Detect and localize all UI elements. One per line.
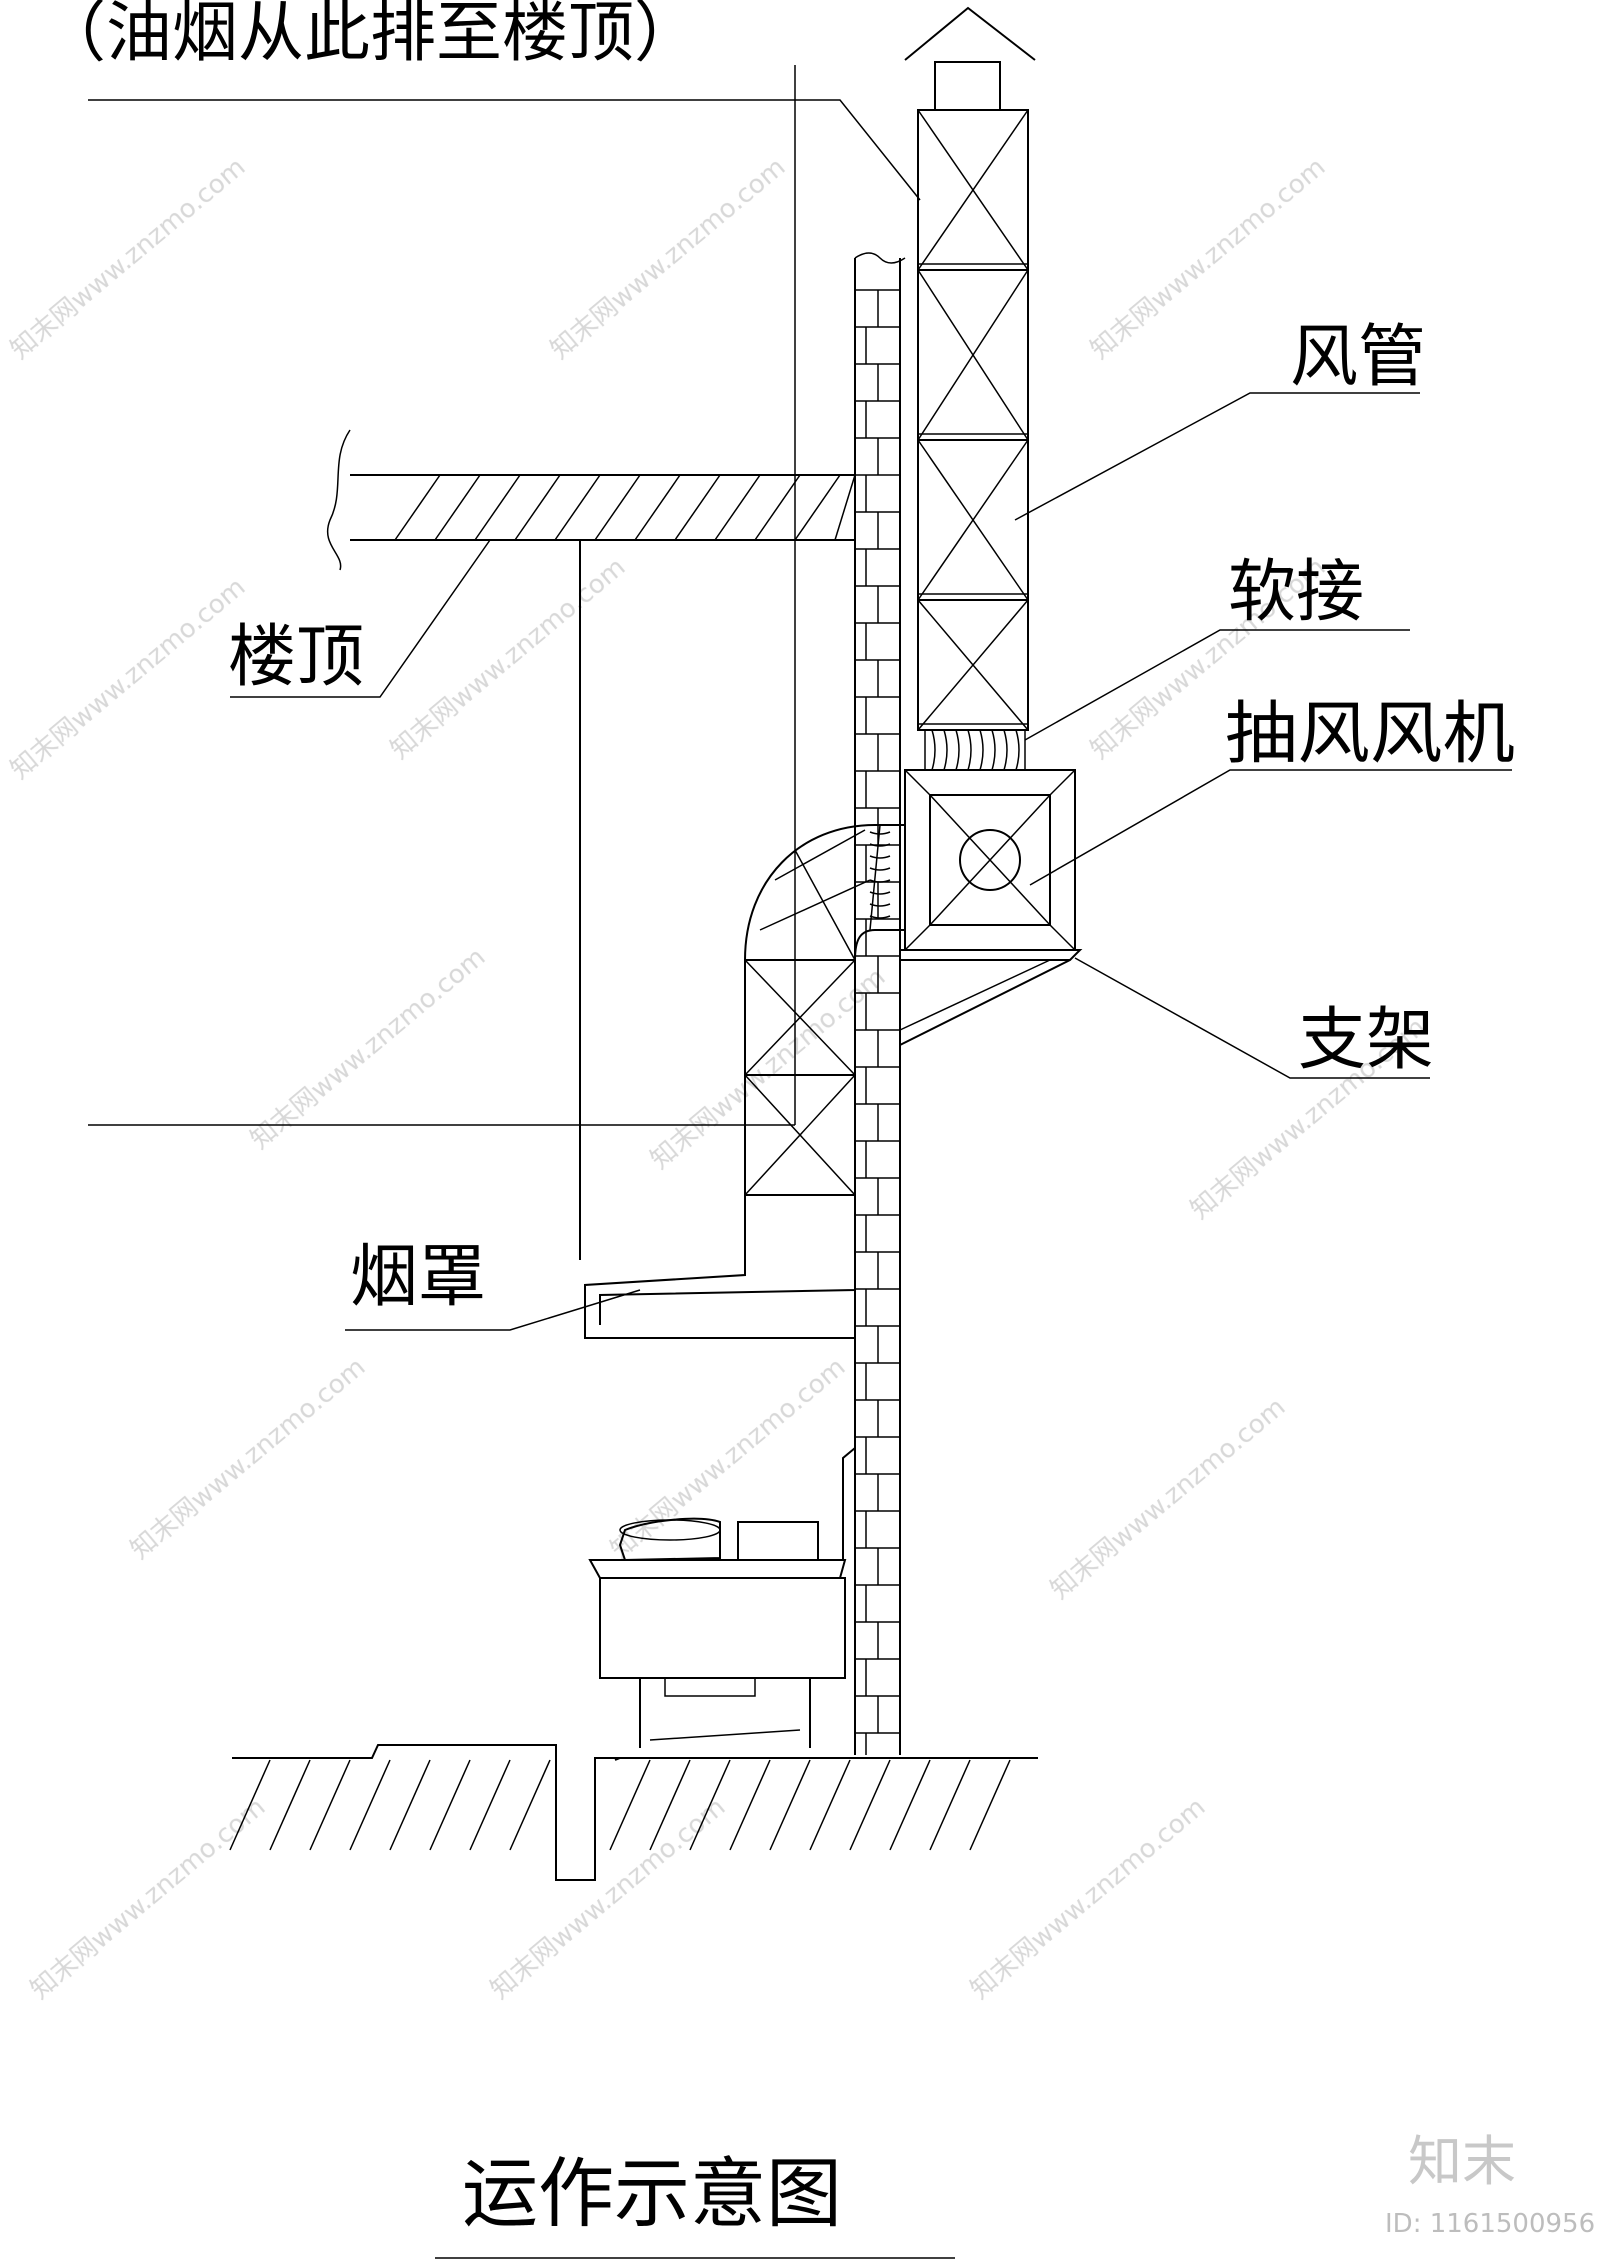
watermark-text: 知末网www.znzmo.com — [5, 152, 251, 365]
stove — [588, 1447, 856, 1748]
flex-joint — [924, 729, 1026, 771]
watermark-text: 知末网www.znzmo.com — [965, 1792, 1211, 2005]
watermark-text: 知末网www.znzmo.com — [125, 1352, 371, 1565]
watermark-text: 知末网www.znzmo.com — [5, 572, 251, 785]
hood-label: 烟罩 — [350, 1238, 486, 1317]
diagram-title: 运作示意图 — [462, 2149, 842, 2238]
exhaust-fan-leader — [1029, 769, 1512, 886]
roof-slab — [327, 429, 856, 1260]
range-hood — [584, 1195, 856, 1339]
vertical-duct — [904, 6, 1036, 731]
top-note-label: （油烟从此排至楼顶） — [40, 0, 700, 71]
flex-joint-leader — [1024, 629, 1410, 741]
exhaust-fan — [904, 769, 1076, 951]
bracket-label: 支架 — [1298, 1001, 1434, 1080]
watermark-text: 知末网www.znzmo.com — [1045, 1392, 1291, 1605]
top-note-leader — [88, 99, 921, 201]
bracket-leader — [1074, 957, 1430, 1079]
duct-label: 风管 — [1290, 318, 1426, 397]
elbow-duct — [744, 824, 905, 1196]
watermark-text: 知末网www.znzmo.com — [545, 152, 791, 365]
image-id: ID: 1161500956 — [1385, 2209, 1595, 2239]
exhaust-fan-label: 抽风风机 — [1225, 695, 1515, 774]
roof-leader — [230, 539, 491, 698]
flex-joint-label: 软接 — [1228, 553, 1364, 632]
roof-label: 楼顶 — [228, 618, 364, 697]
brand-logo-text: 知末 — [1408, 2130, 1516, 2193]
watermark-text: 知末网www.znzmo.com — [385, 552, 631, 765]
watermark-layer: 知末网www.znzmo.com 知末网www.znzmo.com 知末网www… — [5, 152, 1431, 2005]
watermark-text: 知末网www.znzmo.com — [245, 942, 491, 1155]
brick-wall — [854, 252, 906, 1755]
bracket — [899, 949, 1083, 1046]
watermark-text: 知末网www.znzmo.com — [25, 1792, 271, 2005]
duct-leader — [1014, 392, 1420, 521]
hood-leader — [345, 1289, 641, 1331]
watermark-text: 知末网www.znzmo.com — [605, 1352, 851, 1565]
ground — [229, 1744, 1038, 1881]
